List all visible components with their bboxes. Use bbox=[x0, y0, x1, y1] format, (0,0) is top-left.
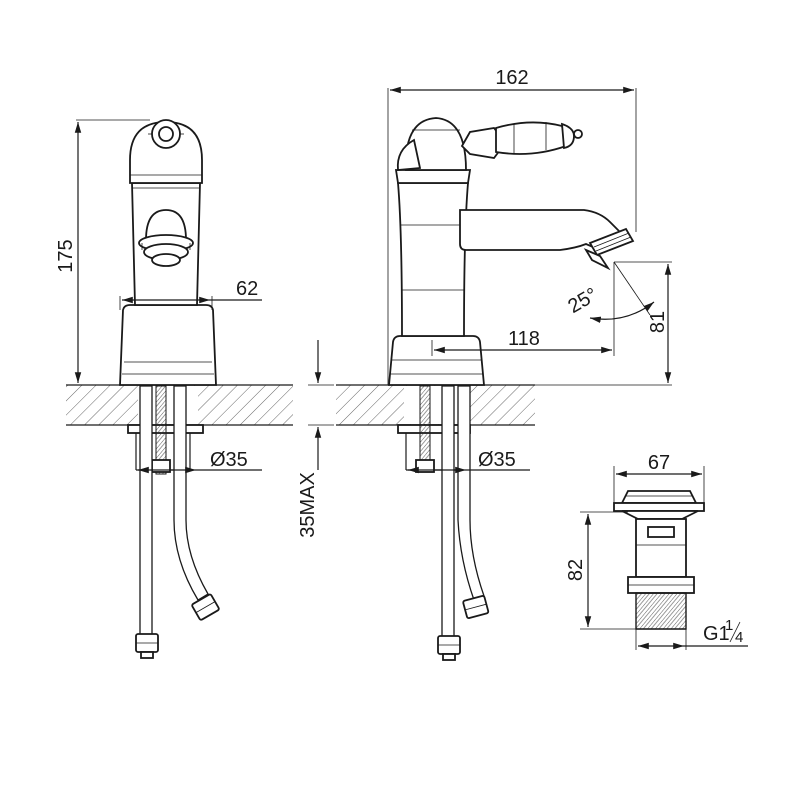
drain-cap bbox=[620, 490, 698, 504]
side-view: 162 118 81 25° Ø35 bbox=[336, 67, 672, 661]
front-threaded-rod bbox=[155, 385, 167, 475]
front-hose-left bbox=[139, 385, 153, 637]
drain-width-dimension: 67 bbox=[648, 452, 670, 474]
drain-view: 67 82 G1 1 4 bbox=[565, 452, 748, 650]
front-hose-right bbox=[173, 385, 209, 601]
side-column bbox=[397, 182, 469, 337]
drain-height-dimension: 82 bbox=[565, 559, 587, 581]
drain-thread-fraction-denominator: 4 bbox=[735, 629, 743, 646]
drain-thread-dimension: G1 bbox=[703, 623, 730, 645]
side-cap bbox=[394, 169, 472, 184]
counter-thickness-dimension-group: 35MAX bbox=[297, 340, 334, 538]
front-spout-neck bbox=[145, 209, 187, 241]
front-height-dimension: 175 bbox=[55, 239, 77, 272]
side-reach-dimension: 118 bbox=[508, 328, 540, 350]
front-view: 175 62 Ø35 bbox=[55, 119, 293, 659]
side-base-body bbox=[388, 335, 485, 386]
front-base-body bbox=[119, 304, 217, 386]
drain-thread bbox=[635, 592, 687, 630]
front-handle-knob bbox=[151, 119, 181, 149]
side-aerator bbox=[583, 227, 635, 271]
drain-thread-fraction-numerator: 1 bbox=[725, 617, 733, 634]
side-length-dimension: 162 bbox=[495, 67, 528, 89]
counter-thickness-dimension: 35MAX bbox=[297, 472, 319, 538]
side-spout-height-dimension: 81 bbox=[647, 311, 669, 333]
front-width-dimension: 62 bbox=[236, 278, 258, 300]
side-angle-dimension: 25° bbox=[564, 284, 601, 318]
side-lever-handle bbox=[460, 121, 583, 159]
front-hole-dimension: Ø35 bbox=[210, 449, 248, 471]
side-hole-dimension: Ø35 bbox=[478, 449, 516, 471]
side-spout bbox=[459, 209, 626, 252]
side-hose-left bbox=[441, 385, 455, 641]
